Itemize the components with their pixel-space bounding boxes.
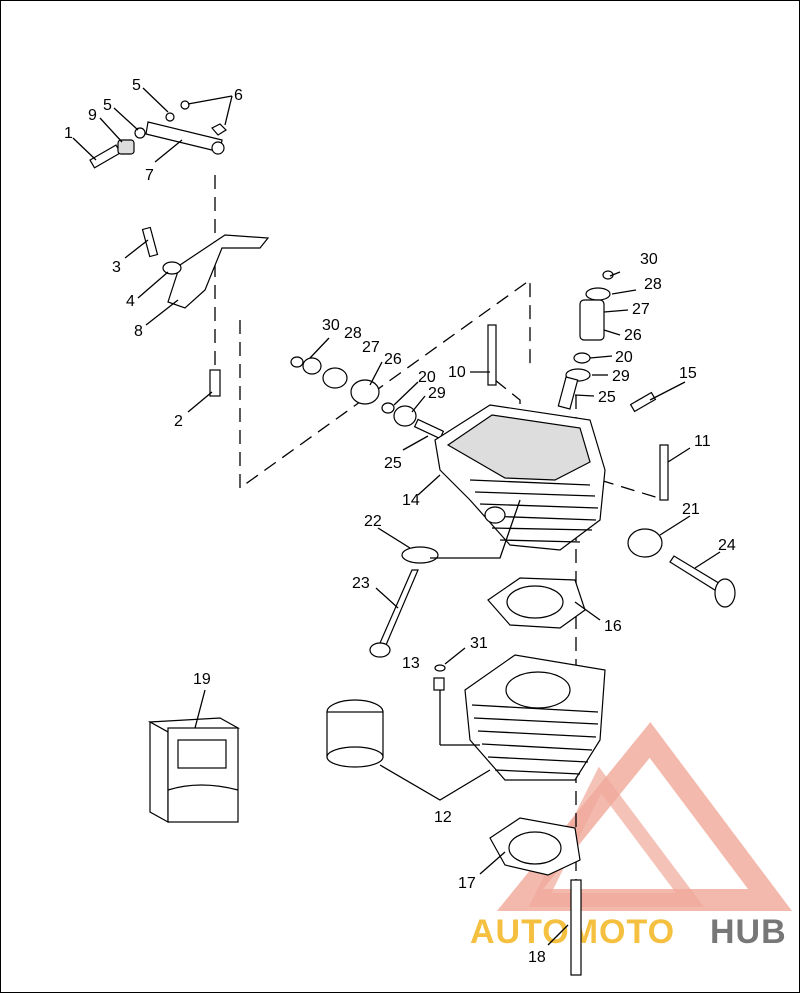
- callout-2: 2: [174, 413, 183, 430]
- callout-11: 11: [694, 433, 711, 450]
- callout-8: 8: [134, 323, 143, 340]
- callout-18: 18: [528, 949, 546, 966]
- callout-29b: 29: [612, 368, 630, 385]
- piston: [326, 699, 384, 768]
- callout-6: 6: [234, 87, 243, 104]
- callout-9: 9: [88, 107, 97, 124]
- callout-28a: 28: [344, 325, 362, 342]
- callout-23: 23: [352, 575, 370, 592]
- callout-20b: 20: [615, 349, 633, 366]
- leader-lines: [72, 87, 721, 946]
- valves: [369, 528, 736, 658]
- callout-12: 12: [434, 809, 452, 826]
- callout-14: 14: [402, 492, 420, 509]
- callout-27a: 27: [362, 339, 380, 356]
- callout-25b: 25: [598, 389, 616, 406]
- callout-5b: 5: [103, 97, 112, 114]
- cylinder-head: [434, 324, 669, 551]
- head-gasket: [487, 577, 586, 629]
- gasket-kit-box: [147, 717, 241, 824]
- base-gasket: [489, 817, 581, 876]
- valve-train-right: [557, 270, 657, 413]
- callout-15: 15: [679, 365, 697, 382]
- callout-26a: 26: [384, 351, 402, 368]
- callout-labels: 1 2 3 4 5 5 6 7 8 9 10 11 12 13 14 15 16…: [64, 77, 736, 966]
- callout-21: 21: [682, 501, 700, 518]
- callout-24: 24: [718, 537, 736, 554]
- callout-28b: 28: [644, 276, 662, 293]
- callout-19: 19: [193, 671, 211, 688]
- callout-13: 13: [402, 655, 420, 672]
- cylinder: [433, 654, 606, 781]
- callout-25a: 25: [384, 455, 402, 472]
- callout-30b: 30: [640, 251, 658, 268]
- mounting-bracket: [141, 226, 270, 397]
- callout-30a: 30: [322, 317, 340, 334]
- callout-4: 4: [126, 293, 135, 310]
- callout-7: 7: [145, 167, 154, 184]
- callout-22: 22: [364, 513, 382, 530]
- callout-27b: 27: [632, 301, 650, 318]
- callout-5a: 5: [132, 77, 141, 94]
- callout-31: 31: [470, 635, 488, 652]
- watermark-text-2: HUB: [710, 913, 787, 951]
- callout-10: 10: [448, 364, 466, 381]
- valve-train-left: [290, 356, 445, 440]
- callout-3: 3: [112, 259, 121, 276]
- callout-26b: 26: [624, 327, 642, 344]
- stud: [570, 879, 582, 976]
- callout-16: 16: [604, 618, 622, 635]
- callout-17: 17: [458, 875, 476, 892]
- callout-29a: 29: [428, 385, 446, 402]
- callout-1: 1: [64, 125, 73, 142]
- linkage-assembly: [89, 100, 227, 169]
- callout-20a: 20: [418, 369, 436, 386]
